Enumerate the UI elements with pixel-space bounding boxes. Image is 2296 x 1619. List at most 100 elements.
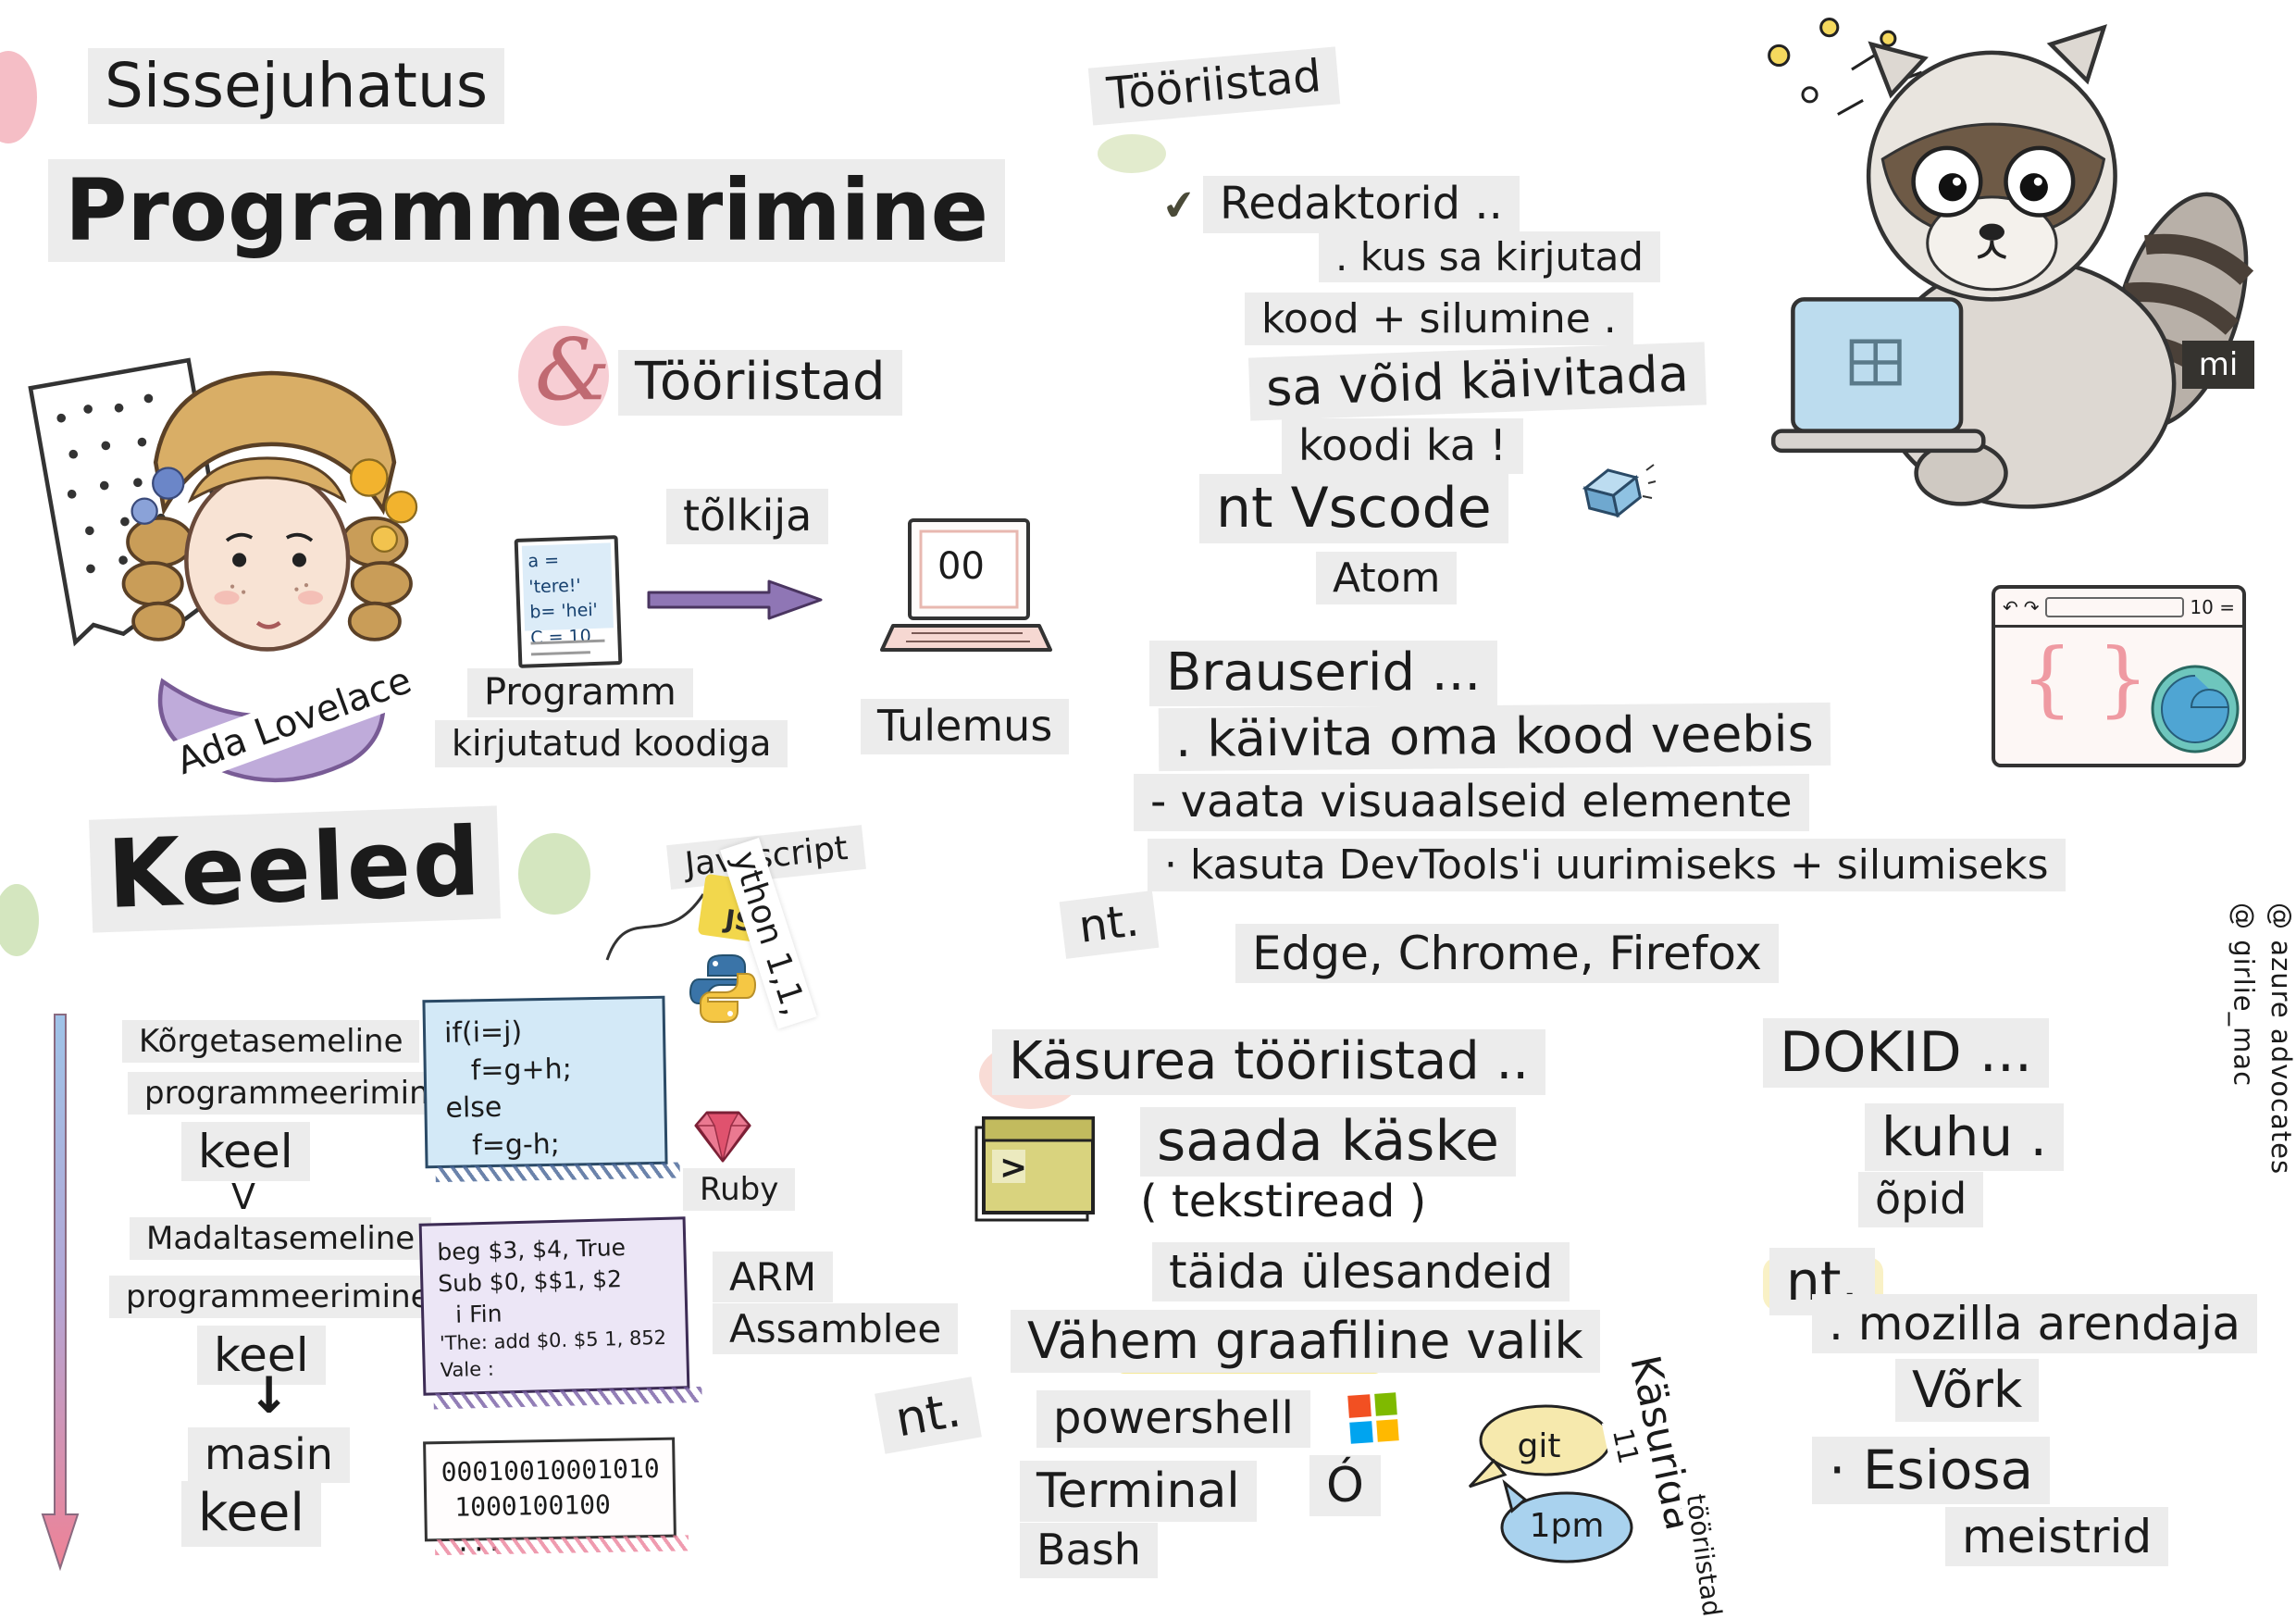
watermark-badge-text: mi (2198, 346, 2239, 383)
credits-line1: @ azure advocates (2265, 903, 2296, 1176)
highlevel-code-block: if(i=j) f=g+h; else f=g-h; (422, 995, 668, 1169)
address-bar (2044, 596, 2185, 617)
windows-logo-quadrant (1349, 1420, 1373, 1444)
cli-line4: Vähem graafiline valik (1011, 1310, 1600, 1374)
tools-section-label: Tööriistad (618, 350, 902, 416)
versus-label: V (231, 1177, 255, 1217)
back-icon: ↶ (2003, 595, 2018, 618)
cli-example2: Terminal (1020, 1461, 1257, 1523)
raccoon-illustration: mi (1754, 7, 2258, 521)
doc-ruled-line (530, 651, 590, 656)
forward-icon: ↷ (2023, 595, 2040, 618)
pm-speech-bubble: 1pm (1488, 1479, 1645, 1572)
windows-logo-icon (1347, 1392, 1399, 1444)
code-line: if(i=j) (443, 1015, 523, 1050)
edge-browser-icon (2151, 665, 2240, 753)
laptop-screen-text: 00 (937, 545, 985, 588)
green-accent-blob (518, 833, 590, 915)
code-document-icon: a = 'tere!' b= 'hei' C = 10 (514, 535, 623, 668)
windows-logo-quadrant (1375, 1418, 1399, 1442)
translator-label: tõlkija (666, 489, 829, 544)
editors-example2: Atom (1316, 552, 1458, 605)
ampersand-icon: & (535, 320, 611, 419)
result-label: Tulemus (861, 699, 1070, 754)
editors-item3: kood + silumine . (1245, 293, 1633, 346)
cli-line2: ( tekstiread ) (1140, 1176, 1427, 1227)
browser-window-icon: ↶ ↷ 10 = { } (1992, 585, 2246, 767)
git-bubble-text: git (1517, 1426, 1561, 1465)
docs-heading: DOKID ... (1763, 1018, 2049, 1089)
machine-line2: keel (181, 1481, 321, 1547)
languages-heading: Keeled (89, 805, 501, 933)
editors-item2: . kus sa kirjutad (1319, 231, 1660, 283)
docs-example3: · Esiosa (1812, 1437, 2051, 1504)
windows-logo-quadrant (1373, 1392, 1397, 1416)
python-icon (689, 954, 757, 1023)
browser-toolbar: ↶ ↷ 10 = (1995, 589, 2242, 628)
zoom-level-text: 10 = (2190, 595, 2235, 618)
browsers-nt-label: nt. (1059, 890, 1159, 959)
editors-item4: sa võid käivitada (1247, 342, 1706, 422)
browsers-line1: . käivita oma kood veebis (1158, 702, 1831, 772)
editors-section-heading: Tööriistad (1087, 46, 1341, 126)
credits-line2: @ girlie_mac (2228, 903, 2260, 1088)
ada-lovelace-illustration: Ada Lovelace (23, 329, 504, 805)
doc-code-line: C = 10 (529, 625, 592, 649)
arm-label-line2: Assamblee (713, 1303, 959, 1355)
ada-lovelace-icon (28, 357, 418, 783)
high-level-line2: programmeerimine (128, 1072, 465, 1115)
translate-arrow-icon (647, 579, 823, 620)
green-accent-blob (0, 884, 39, 956)
green-accent-blob (1098, 134, 1166, 173)
high-level-line1: Kõrgetasemeline (122, 1020, 420, 1064)
code-line: f=g-h; (471, 1127, 561, 1162)
low-level-line2: programmeerimine (109, 1276, 447, 1319)
docs-example4: meistrid (1945, 1507, 2169, 1566)
docs-line1: kuhu . (1865, 1103, 2064, 1171)
assembly-code-block: beg $3, $4, True Sub $0, $$1, $2 i Fin '… (418, 1216, 690, 1396)
doc-code-line: a = 'tere!' (527, 550, 582, 598)
terminal-icon: > (974, 1113, 1098, 1226)
cli-nt-label: nt. (875, 1376, 982, 1454)
binary-line: 1000100100 ... (454, 1488, 612, 1558)
code-line: f=g+h; (470, 1052, 573, 1087)
package-box-icon (1582, 464, 1657, 518)
browsers-examples: Edge, Chrome, Firefox (1235, 924, 1780, 983)
docs-line2: õpid (1858, 1172, 1984, 1227)
connector-squiggle-icon (605, 893, 705, 961)
cli-example3: Bash (1020, 1523, 1158, 1578)
program-label-line1: Programm (467, 668, 693, 717)
doc-code-line: b= 'hei' (528, 599, 599, 623)
page-title-line2: Programmeerimine (48, 159, 1006, 263)
terminal-prompt-text: > (999, 1149, 1028, 1187)
cli-line3: täida ülesandeid (1152, 1242, 1570, 1301)
machine-line1: masin (188, 1427, 350, 1483)
ruby-icon (694, 1111, 751, 1163)
code-brace-left: { (2021, 630, 2073, 726)
cli-side-label3: tööriistad (1677, 1483, 1731, 1619)
binary-line: 00010010001010 (441, 1452, 660, 1488)
low-level-line3: keel (197, 1326, 326, 1385)
down-arrow-icon: ↓ (248, 1366, 291, 1425)
raccoon-icon (1768, 18, 2254, 509)
cli-line1: saada käske (1140, 1107, 1516, 1177)
pink-accent-blob (518, 326, 609, 426)
code-line: else (445, 1090, 503, 1125)
low-level-line1: Madaltasemeline (130, 1217, 432, 1261)
pink-accent-blob (0, 51, 37, 143)
check-icon: ✔ (1159, 180, 1200, 232)
docs-example1: . mozilla arendaja (1812, 1294, 2257, 1353)
editors-example1: nt Vscode (1199, 474, 1508, 544)
high-level-line3: keel (181, 1122, 310, 1181)
binary-code-block: 00010010001010 1000100100 ... (423, 1437, 676, 1557)
editors-item1: Redaktorid .. (1203, 176, 1520, 233)
browsers-line3: · kasuta DevTools'i uurimiseks + silumis… (1148, 839, 2066, 892)
program-label-line2: kirjutatud koodiga (435, 720, 788, 767)
asm-line: Vale : (440, 1357, 495, 1381)
result-laptop-icon: 00 (875, 515, 1055, 677)
cli-example1: powershell (1036, 1390, 1310, 1448)
ruby-label: Ruby (683, 1168, 796, 1212)
docs-example2: Võrk (1895, 1359, 2040, 1423)
arm-label-line1: ARM (713, 1252, 834, 1303)
